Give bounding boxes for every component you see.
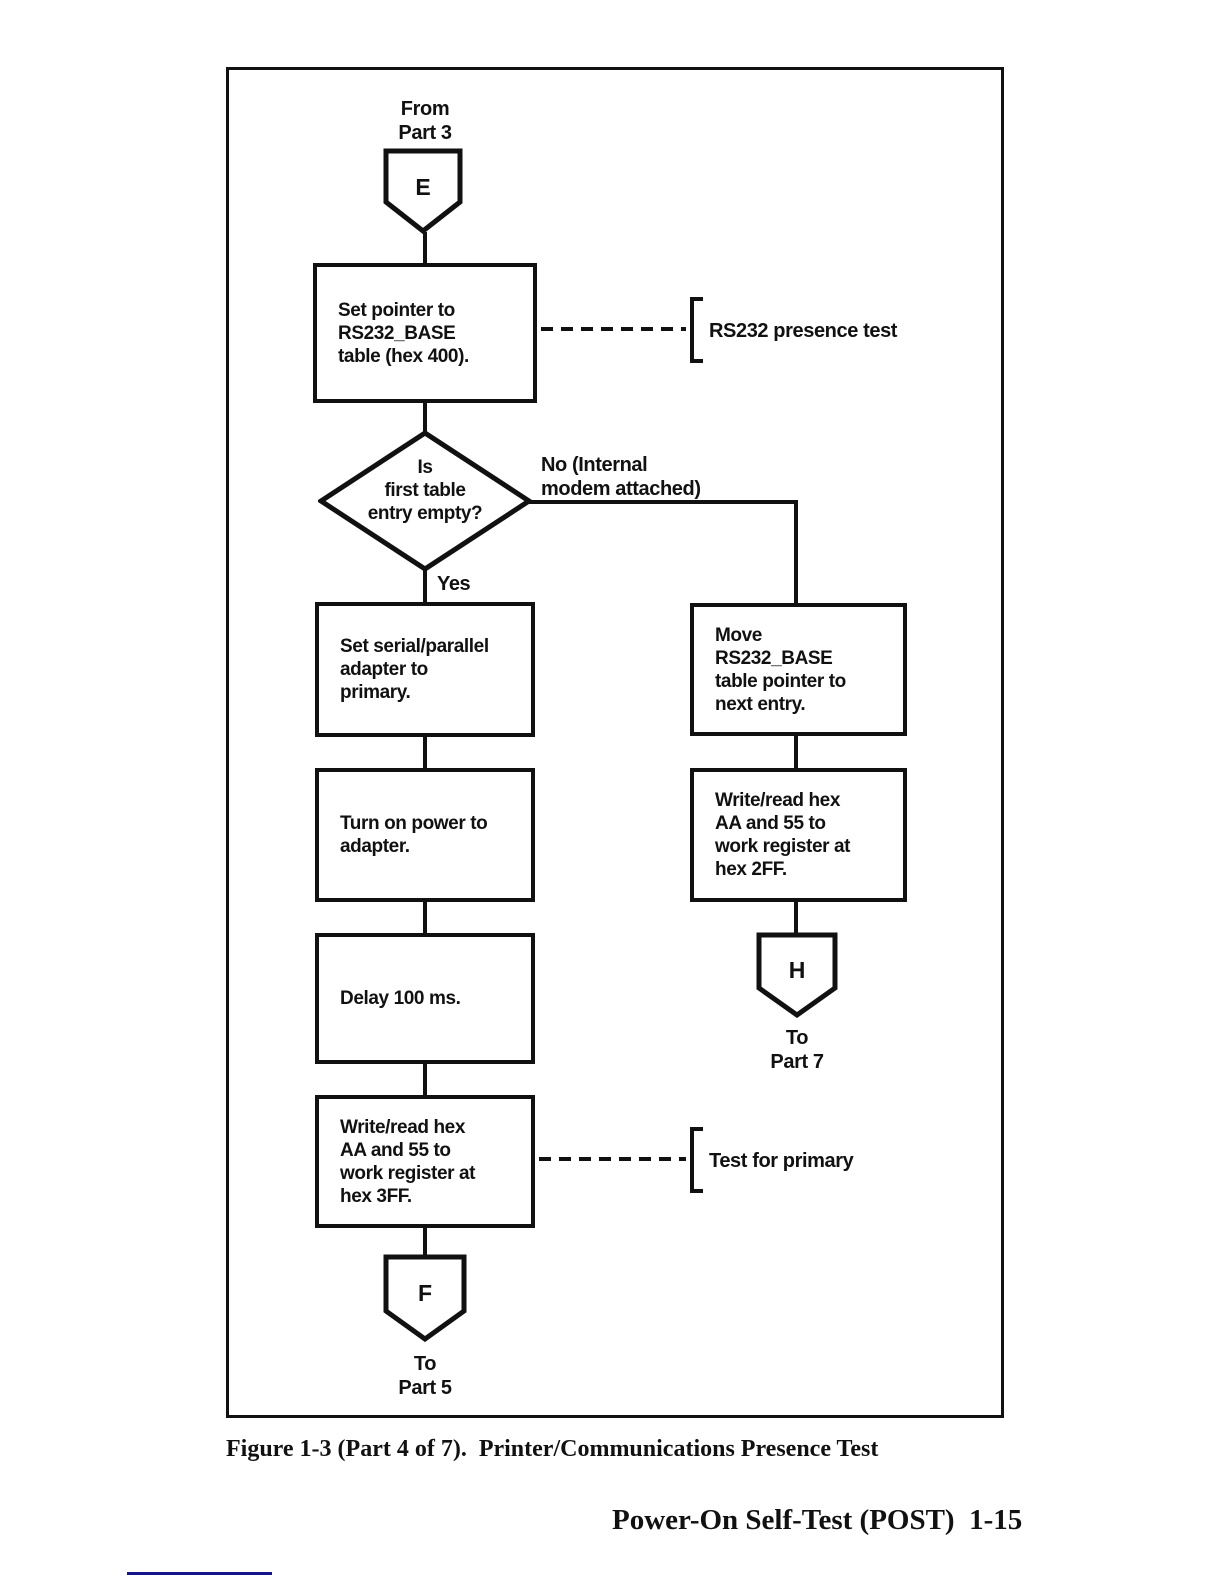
entry-from-line2: Part 3	[398, 122, 452, 144]
connector-e-letter: E	[415, 174, 431, 200]
annotation-bracket-primary	[690, 1127, 703, 1193]
footnote-rule	[127, 1572, 272, 1575]
process-set-pointer-line3: table (hex 400).	[338, 345, 469, 367]
edge-no-horizontal	[528, 500, 798, 504]
branch-no-line2: modem attached)	[541, 478, 701, 500]
annotation-rs232-presence-test: RS232 presence test	[709, 320, 898, 342]
exit-f-line2: Part 5	[398, 1377, 452, 1399]
annotation-bracket-rs232	[690, 297, 703, 363]
pentagon-connector-icon	[383, 148, 463, 234]
process-write2ff-line4: hex 2FF.	[715, 859, 787, 880]
process-serial-parallel-line2: adapter to	[340, 659, 428, 680]
edge-write2ff-to-h	[794, 900, 798, 933]
exit-h-line2: Part 7	[770, 1051, 824, 1073]
process-write3ff-line4: hex 3FF.	[340, 1185, 412, 1207]
page-footer: Power-On Self-Test (POST) 1-15	[612, 1504, 1023, 1536]
edge-decision-to-serial-parallel	[423, 570, 427, 603]
edge-set-pointer-to-decision	[423, 401, 427, 432]
exit-f-line1: To	[413, 1353, 437, 1375]
process-move-pointer-line1: Move	[715, 624, 762, 646]
process-power-line1: Turn on power to	[340, 813, 488, 834]
branch-no-label: No (Internal modem attached)	[541, 453, 701, 501]
pentagon-connector-icon	[383, 1254, 467, 1342]
process-move-pointer-line4: next entry.	[715, 693, 806, 715]
connector-e: E	[383, 148, 463, 234]
decision-line3: entry empty?	[367, 503, 483, 524]
figure-caption: Figure 1-3 (Part 4 of 7). Printer/Commun…	[226, 1436, 879, 1462]
edge-no-vertical	[794, 500, 798, 604]
process-serial-parallel-line1: Set serial/parallel	[340, 636, 489, 657]
process-write-read-3ff: Write/read hex AA and 55 to work registe…	[315, 1095, 535, 1228]
entry-from-line1: From	[400, 98, 450, 120]
connector-h-letter: H	[788, 957, 806, 983]
decision-text: Is first table entry empty?	[318, 456, 532, 525]
edge-serial-to-power	[423, 735, 427, 769]
branch-yes-label: Yes	[437, 573, 471, 595]
process-write3ff-line1: Write/read hex	[340, 1116, 465, 1138]
edge-e-to-set-pointer	[423, 232, 427, 264]
process-move-pointer-line2: RS232_BASE	[715, 647, 833, 669]
dashed-edge-rs232-annotation	[541, 327, 686, 331]
dashed-edge-primary-annotation	[539, 1157, 686, 1161]
process-write3ff-line2: AA and 55 to	[340, 1139, 451, 1161]
process-serial-parallel-primary: Set serial/parallel adapter to primary.	[315, 602, 535, 737]
process-set-pointer: Set pointer to RS232_BASE table (hex 400…	[313, 263, 537, 403]
process-write2ff-line1: Write/read hex	[715, 790, 840, 811]
decision-line1: Is	[417, 457, 433, 478]
process-set-pointer-line2: RS232_BASE	[338, 322, 456, 344]
entry-from-label: From Part 3	[345, 97, 505, 145]
process-set-pointer-line1: Set pointer to	[338, 299, 455, 321]
edge-write3ff-to-f	[423, 1226, 427, 1255]
process-write2ff-line2: AA and 55 to	[715, 813, 826, 834]
annotation-test-for-primary: Test for primary	[709, 1150, 854, 1172]
pentagon-connector-icon	[756, 932, 838, 1018]
edge-delay-to-write3ff	[423, 1062, 427, 1096]
connector-f: F	[383, 1254, 467, 1342]
exit-h-line1: To	[785, 1027, 809, 1049]
process-move-pointer: Move RS232_BASE table pointer to next en…	[690, 603, 907, 736]
process-delay-100ms: Delay 100 ms.	[315, 933, 535, 1064]
connector-h: H	[756, 932, 838, 1018]
process-serial-parallel-line3: primary.	[340, 682, 411, 703]
edge-move-to-write2ff	[794, 734, 798, 769]
process-move-pointer-line3: table pointer to	[715, 670, 846, 692]
process-turn-on-power: Turn on power to adapter.	[315, 768, 535, 902]
exit-to-part5-label: To Part 5	[345, 1352, 505, 1400]
process-write-read-2ff: Write/read hex AA and 55 to work registe…	[690, 768, 907, 902]
decision-line2: first table	[384, 480, 466, 501]
process-write3ff-line3: work register at	[340, 1162, 476, 1184]
connector-f-letter: F	[417, 1280, 433, 1306]
diamond-decision-icon	[318, 430, 532, 572]
exit-to-part7-label: To Part 7	[717, 1026, 877, 1074]
process-delay-line1: Delay 100 ms.	[340, 988, 461, 1009]
process-write2ff-line3: work register at	[715, 836, 851, 857]
process-power-line2: adapter.	[340, 836, 410, 857]
branch-no-line1: No (Internal	[541, 454, 648, 476]
decision-first-entry-empty: Is first table entry empty?	[318, 430, 532, 572]
edge-power-to-delay	[423, 900, 427, 934]
